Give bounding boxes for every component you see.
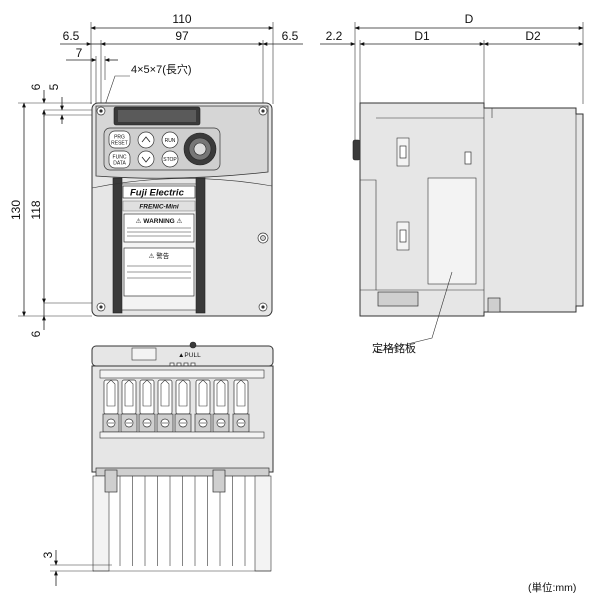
rating-plate: [427, 177, 477, 285]
dim-hole-pitch-width: 97: [175, 29, 189, 43]
mounting-hole-label: 4×5×7(長穴): [131, 62, 192, 76]
dim-top-margin: 6: [29, 83, 43, 90]
pull-label: ▲PULL: [178, 352, 201, 359]
dim-depth: D: [465, 12, 474, 26]
svg-text:DATA: DATA: [113, 161, 126, 167]
brand-logo: Fuji Electric: [130, 188, 185, 199]
terminal: [138, 379, 156, 433]
dim-right-margin: 6.5: [282, 29, 299, 43]
dim-front-offset: 2.2: [326, 29, 343, 43]
terminal: [194, 379, 212, 433]
unit-label: (単位:mm): [528, 581, 576, 594]
warning-label-en: ⚠ WARNING ⚠: [136, 218, 183, 225]
run-key[interactable]: RUN: [161, 131, 179, 149]
dim-overall-height: 130: [9, 200, 23, 220]
prg-reset-key[interactable]: PRG RESET: [108, 130, 131, 149]
terminal: [156, 379, 174, 433]
mounting-hole-icon: [96, 106, 268, 312]
dim-hole-pitch-height: 118: [29, 200, 43, 219]
stop-key[interactable]: STOP: [161, 150, 179, 168]
screw-icon: [257, 232, 269, 244]
heat-sink-fins: [119, 476, 246, 566]
terminal: [174, 379, 192, 433]
dim-depth-2: D2: [525, 29, 541, 43]
dim-bottom-margin: 6: [29, 330, 43, 337]
dim-overall-width: 110: [172, 12, 191, 26]
dim-hole-offset-x: 7: [76, 46, 83, 60]
potentiometer-knob-icon[interactable]: [183, 132, 217, 166]
front-view-dimensions: 110 6.5 97 6.5 7 4×5×7(長穴) 6 5 130: [9, 12, 303, 337]
terminal: [232, 379, 250, 433]
terminal: [212, 379, 230, 433]
terminal-block: [99, 379, 265, 439]
svg-text:PRG: PRG: [114, 135, 125, 141]
front-view: PRG RESET FUNC DATA RUN STOP: [91, 102, 273, 317]
dim-hole-offset-y: 5: [47, 83, 61, 90]
func-data-key[interactable]: FUNC DATA: [108, 150, 131, 169]
bottom-dimension: 3: [41, 550, 112, 586]
down-key[interactable]: [137, 150, 155, 168]
svg-text:FUNC: FUNC: [113, 155, 127, 161]
svg-text:RESET: RESET: [111, 141, 128, 147]
terminal: [102, 379, 120, 433]
side-view-dimensions: D 2.2 D1 D2: [320, 12, 584, 140]
terminal: [120, 379, 138, 433]
dim-bottom-lead: 3: [41, 551, 55, 558]
dim-left-margin: 6.5: [63, 29, 80, 43]
bottom-view: ▲PULL: [91, 341, 274, 572]
side-view: [352, 102, 584, 317]
svg-text:STOP: STOP: [163, 157, 177, 163]
up-key[interactable]: [137, 131, 155, 149]
warning-label-jp: ⚠ 警告: [149, 251, 170, 260]
rating-plate-label: 定格銘板: [372, 341, 416, 355]
dim-depth-1: D1: [414, 29, 430, 43]
svg-text:RUN: RUN: [165, 138, 176, 144]
series-name: FRENIC-Mini: [139, 204, 179, 211]
